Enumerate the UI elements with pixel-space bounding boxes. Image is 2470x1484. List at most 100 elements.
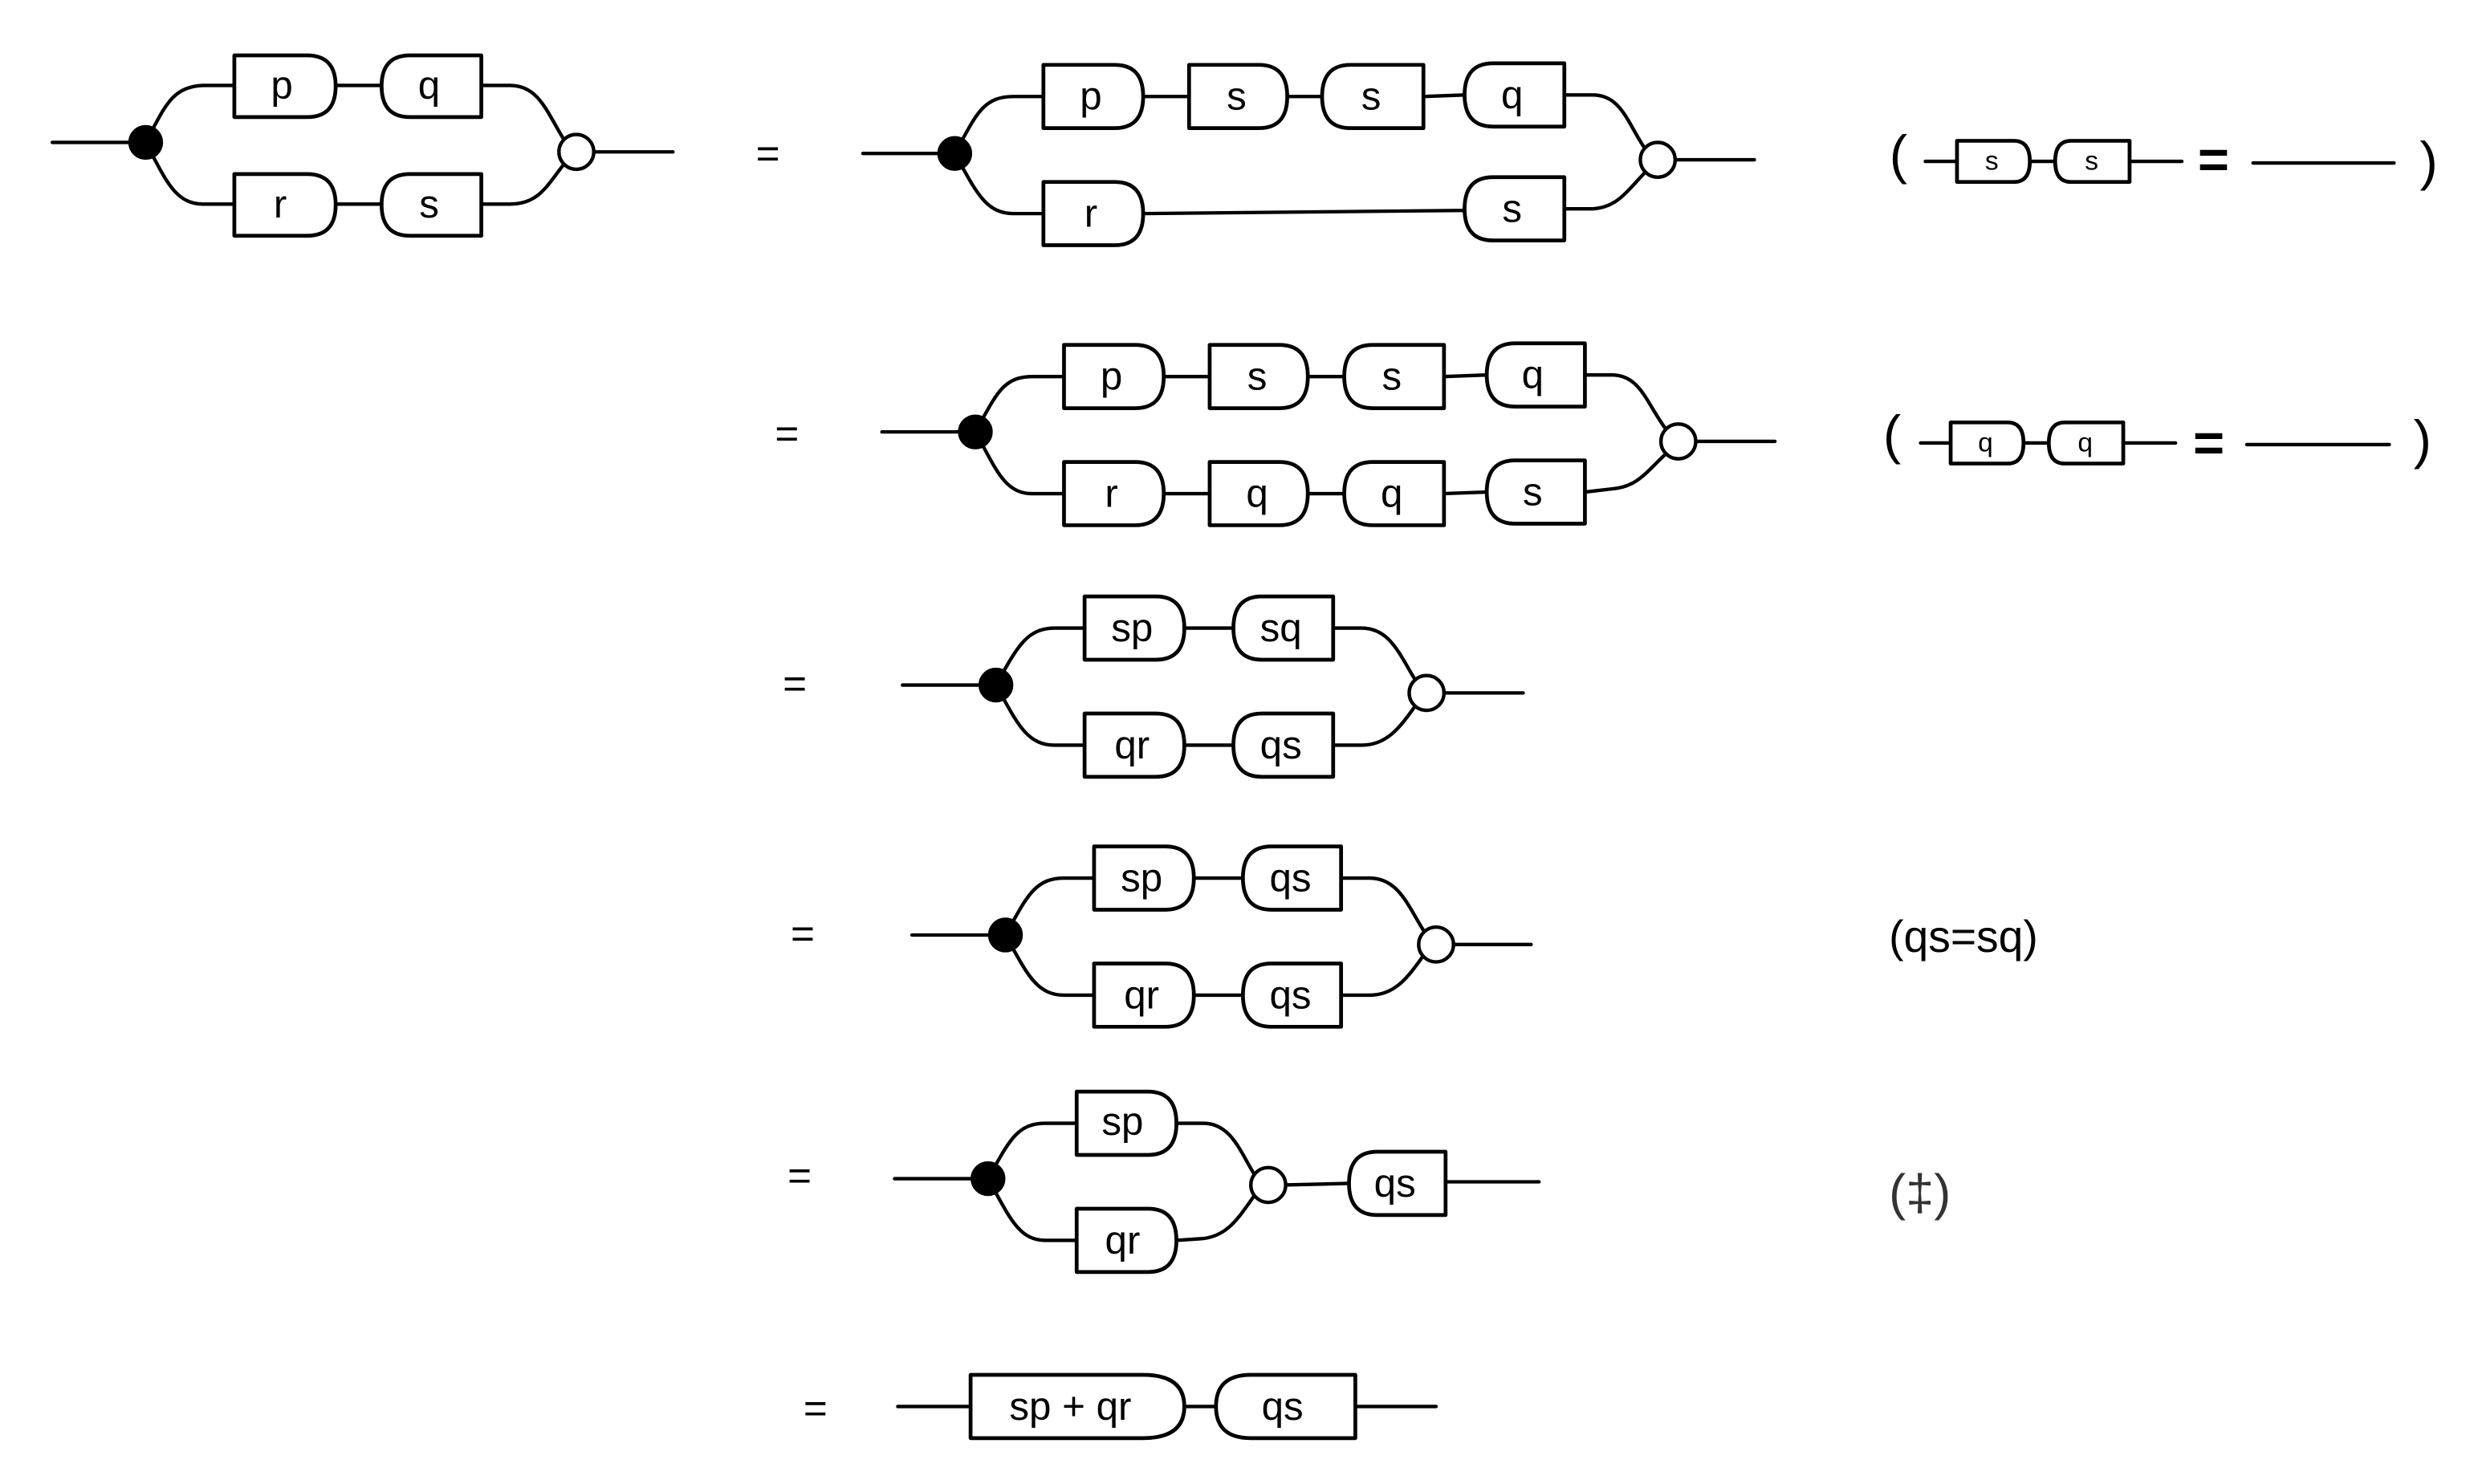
merge-node: [1638, 140, 1678, 179]
box-q: q: [1484, 341, 1587, 409]
box-s-left-rounded: [2053, 139, 2132, 185]
box-label: qs: [1269, 856, 1311, 901]
box-s: s: [1342, 343, 1447, 410]
box-label: qs: [1269, 973, 1311, 1017]
box-label: r: [274, 182, 287, 226]
box-p: p: [1062, 343, 1166, 410]
merge-node: [1658, 422, 1698, 461]
box-s: s: [379, 172, 483, 238]
box-label: q: [418, 63, 440, 108]
box-r: r: [232, 172, 338, 238]
box-sp: sp: [1074, 1089, 1178, 1157]
box-qs: qs: [1240, 844, 1344, 912]
box-label: q: [1501, 73, 1523, 117]
wire-top-merge: [1583, 373, 1668, 431]
open-paren: (: [1883, 405, 1901, 466]
diagram-step-1: p s s q r s: [861, 61, 1756, 247]
wire-merge-qs: [1282, 1181, 1351, 1187]
wire-top-merge: [1331, 626, 1418, 682]
equals-sign: =: [804, 1385, 828, 1431]
box-label: s: [1247, 355, 1268, 399]
annotation-rule-s: ( s s = ): [1890, 125, 2438, 192]
diagram-step-3: sp sq qr qs: [901, 594, 1525, 779]
equals-sign: =: [2198, 130, 2229, 190]
merge-node: [557, 132, 596, 172]
box-label: qs: [1260, 723, 1302, 767]
box-qs: qs: [1347, 1149, 1448, 1218]
box-label: r: [1105, 472, 1117, 516]
box-label: qr: [1114, 723, 1150, 767]
box-qr: qr: [1092, 962, 1196, 1029]
box-s: s: [1320, 63, 1426, 131]
equals-sign: =: [2193, 413, 2224, 473]
box-label: p: [1080, 75, 1101, 119]
box-s: s: [1484, 458, 1587, 526]
wire-top-merge: [1174, 1121, 1256, 1176]
box-label: s: [1523, 470, 1543, 514]
copy-node: [978, 667, 1014, 703]
diagram-step-2: p s s q r q q s: [880, 341, 1777, 527]
box-label: qr: [1105, 1218, 1141, 1262]
box-s: s: [1207, 343, 1310, 410]
box-q: q: [1463, 61, 1567, 129]
box-label: qr: [1124, 973, 1159, 1017]
copy-node: [958, 414, 993, 449]
box-label: s: [1381, 355, 1402, 399]
wire-bottom-merge: [1339, 953, 1426, 998]
wire-bottom-merge: [1174, 1194, 1256, 1242]
box-sq: sq: [1231, 594, 1336, 662]
box-label: sp: [1101, 1100, 1143, 1144]
merge-node: [1249, 1165, 1288, 1205]
equals-sign: =: [791, 911, 815, 957]
equals-sign: =: [783, 661, 807, 706]
copy-node: [987, 917, 1023, 953]
wire-bottom-3: [1442, 490, 1489, 496]
box-r: r: [1041, 180, 1145, 247]
box-label: sp: [1111, 606, 1153, 650]
wire-bottom-merge: [479, 162, 566, 206]
box-s: s: [1463, 175, 1567, 242]
box-q: q: [1207, 460, 1310, 527]
box-label: p: [1101, 355, 1122, 399]
diagram-step-4: sp qs qr qs: [909, 844, 1533, 1029]
copy-node: [128, 124, 164, 161]
box-label: sp: [1121, 856, 1162, 901]
wire-bottom-merge: [1331, 703, 1418, 747]
equals-sign: =: [756, 131, 780, 177]
close-paren: ): [2414, 410, 2431, 470]
box-sp: sp: [1082, 594, 1186, 662]
copy-node: [971, 1161, 1006, 1197]
box-sp-plus-qr: sp + qr: [968, 1372, 1186, 1441]
copy-node: [937, 136, 973, 171]
box-sp: sp: [1092, 844, 1196, 912]
equals-sign: =: [787, 1153, 812, 1198]
box-p: p: [232, 53, 338, 120]
wire-bottom-merge: [1583, 452, 1668, 494]
box-label: q: [1522, 353, 1544, 397]
wire-bottom-merge: [1562, 169, 1649, 211]
annotation-rule-q: ( q q = ): [1883, 405, 2431, 474]
box-q: q: [379, 53, 483, 120]
annotation-commutation: (qs=sq): [1889, 912, 2038, 962]
box-label: qs: [1262, 1384, 1304, 1429]
wire-bottom-long: [1141, 209, 1467, 216]
wire-top-merge: [1339, 876, 1426, 933]
box-qs: qs: [1240, 962, 1344, 1029]
wire-top-3: [1422, 93, 1467, 99]
box-qs: qs: [1231, 711, 1336, 779]
box-label: s: [1361, 75, 1381, 119]
box-q-left-rounded: [2046, 420, 2126, 466]
box-label: sp + qr: [1009, 1384, 1131, 1429]
box-r: r: [1062, 460, 1166, 527]
box-label: s: [419, 182, 439, 226]
box-qr: qr: [1074, 1206, 1178, 1275]
diagram-lhs: p q r s: [50, 53, 675, 238]
box-label: p: [271, 63, 292, 108]
box-qs: qs: [1214, 1372, 1357, 1441]
wire-top-merge: [1562, 93, 1647, 151]
diagram-step-6: sp + qr qs: [896, 1372, 1438, 1441]
box-label: qs: [1374, 1161, 1416, 1205]
wire-top-3: [1442, 373, 1489, 379]
box-label: q: [1978, 428, 1993, 457]
